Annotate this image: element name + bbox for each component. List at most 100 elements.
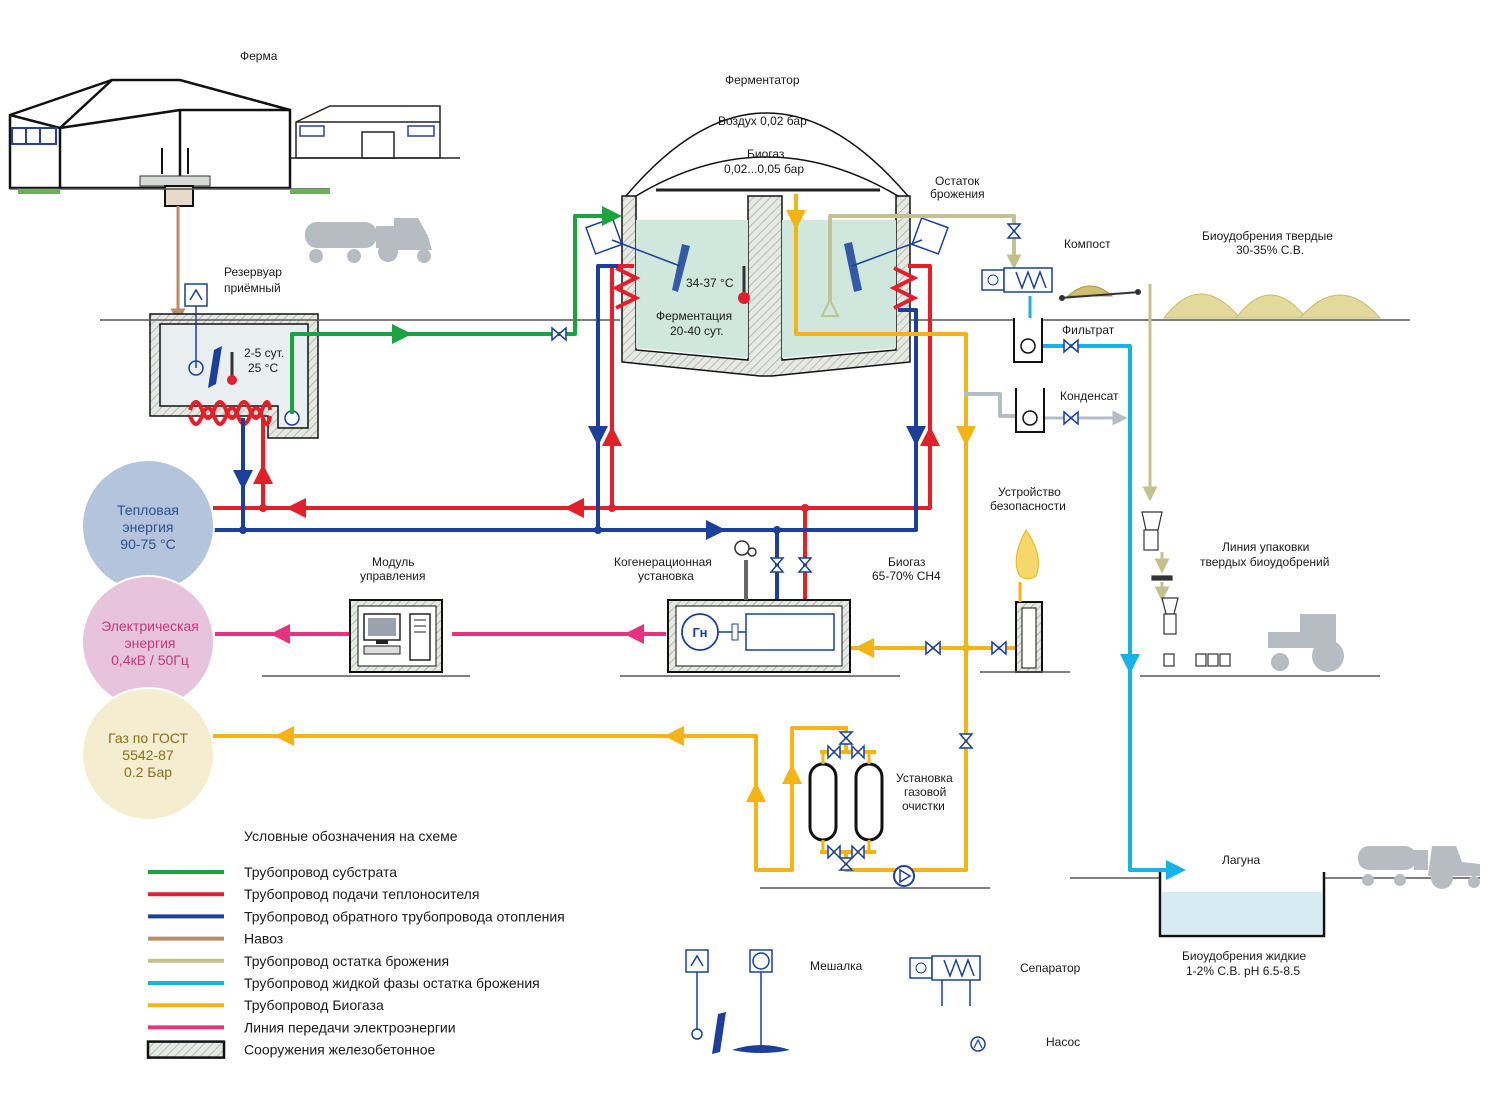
biogas-mid-label-2: 65-70% СН4 <box>872 569 941 583</box>
legend-item-label: Трубопровод обратного трубопровода отопл… <box>244 908 565 924</box>
tractor-icon <box>1268 614 1344 672</box>
separator-motor-icon <box>981 269 1005 291</box>
biogas-mid-label-1: Биогаз <box>888 555 926 569</box>
farm: Ферма <box>8 49 460 207</box>
gas-line-1: Газ по ГОСТ <box>108 730 188 746</box>
legend-separator: Сепаратор <box>909 955 1081 1006</box>
reservoir-label-1: Резервуар <box>224 265 282 279</box>
separator-motor-icon <box>909 957 933 979</box>
gas-output: Газ по ГОСТ 5542-87 0.2 Бар <box>81 687 215 821</box>
valve-icon <box>1063 410 1079 426</box>
receiving-reservoir: Резервуар приёмный 2-5 сут. 25 °С <box>149 265 319 439</box>
biogas-top-label: Биогаз <box>747 147 785 161</box>
packing-label-1: Линия упаковки <box>1222 540 1309 554</box>
legend-swatch <box>146 1040 226 1059</box>
reservoir-label-2: приёмный <box>224 281 281 295</box>
solid-fertilizer-piles-icon <box>1162 293 1382 319</box>
computer-icon <box>363 613 431 661</box>
biogas-top-pressure: 0,02...0,05 бар <box>724 162 804 176</box>
tanker-truck-icon <box>1358 846 1480 889</box>
legend-item: Трубопровод подачи теплоносителя <box>148 886 479 902</box>
condensate-pipe <box>964 392 1022 418</box>
legend-item: Трубопровод субстрата <box>148 864 397 880</box>
biogas-gost-pipe <box>213 726 848 872</box>
mixer-blade-icon <box>208 346 222 388</box>
control-label-1: Модуль <box>372 555 415 569</box>
compost-label: Компост <box>1064 237 1111 251</box>
packing-line-icon <box>1141 511 1231 667</box>
solid-fert-label-2: 30-35% С.В. <box>1236 243 1304 257</box>
tanker-truck-icon <box>305 218 432 263</box>
separator: Компост <box>981 237 1141 301</box>
gas-clean-label-2: газовой <box>904 785 946 799</box>
lagoon-label: Лагуна <box>1222 853 1261 867</box>
liquid-fert-label-2: 1-2% С.В. pH 6.5-8.5 <box>1186 964 1300 978</box>
legend-item-label: Трубопровод субстрата <box>244 864 397 880</box>
mixer-icon <box>188 360 204 376</box>
mixer-blade-icon <box>844 242 862 292</box>
legend-item-label: Трубопровод подачи теплоносителя <box>244 886 479 902</box>
biogas-to-cleaning <box>908 646 968 872</box>
heat-line-3: 90-75 °С <box>120 536 175 552</box>
gas-clean-label-1: Установка <box>896 771 953 785</box>
valve-icon <box>827 731 865 871</box>
barn-icon <box>8 78 292 190</box>
pipe-junction <box>259 504 809 512</box>
gas-dome-outer <box>625 112 909 197</box>
residue-label-1: Остаток <box>935 174 980 188</box>
heating-coil <box>611 266 919 310</box>
grass-strip <box>290 189 330 194</box>
liquid-fert-label-1: Биоудобрения жидкие <box>1182 949 1306 963</box>
heat-line-2: энергия <box>123 519 174 535</box>
valve-icon <box>797 557 813 573</box>
valve-icon <box>1006 223 1022 239</box>
compost-pile-icon <box>1066 285 1114 297</box>
legend-mixer: Мешалка <box>685 949 863 1054</box>
cogen-label-2: установка <box>638 569 694 583</box>
legend-item-label: Трубопровод жидкой фазы остатка брожения <box>244 975 540 991</box>
legend: Условные обозначения на схеме Трубопрово… <box>146 828 1081 1059</box>
electric-line-2: энергия <box>125 635 176 651</box>
fermenter-label: Ферментатор <box>725 73 800 87</box>
cogen-label-1: Когенерационная <box>614 555 712 569</box>
legend-item: Сооружения железобетонное <box>146 1040 435 1059</box>
control-label-2: управления <box>360 569 425 583</box>
solid-fert-label-1: Биоудобрения твердые <box>1202 229 1333 243</box>
fermentation-duration: 20-40 сут. <box>670 324 724 338</box>
engine-icon <box>745 613 835 651</box>
lagoon-liquid <box>1162 892 1322 934</box>
legend-item: Трубопровод обратного трубопровода отопл… <box>148 908 565 924</box>
flame-icon <box>1015 529 1039 580</box>
liquid-phase-pipe <box>1038 344 1182 872</box>
adsorber-tank <box>854 762 884 842</box>
adsorber-tank <box>808 762 838 842</box>
shed-icon <box>290 105 460 159</box>
legend-item-label: Навоз <box>244 931 283 947</box>
reservoir-days: 2-5 сут. <box>244 346 284 360</box>
fermenter-temp: 34-37 °С <box>686 276 734 290</box>
pipe-junction <box>962 644 970 652</box>
electric-energy-output: Электрическая энергия 0,4кВ / 50Гц <box>81 575 215 709</box>
legend-mixer-label: Мешалка <box>810 959 863 973</box>
mixer-motor-icon <box>911 217 949 255</box>
safety-label-2: безопасности <box>990 499 1066 513</box>
lagoon-basin <box>1158 872 1326 938</box>
legend-item-label: Сооружения железобетонное <box>244 1042 435 1058</box>
air-pressure: Воздух 0,02 бар <box>718 114 807 128</box>
legend-item-label: Трубопровод Биогаза <box>244 997 384 1013</box>
packing-label-2: твердых биоудобрений <box>1200 555 1329 569</box>
legend-item-label: Трубопровод остатка брожения <box>244 953 449 969</box>
fermentation-label: Ферментация <box>656 309 732 323</box>
legend-title: Условные обозначения на схеме <box>244 828 458 844</box>
mixer-blade-icon <box>672 244 690 292</box>
legend-separator-label: Сепаратор <box>1020 961 1081 975</box>
mixer-motor-icon <box>184 283 208 307</box>
electric-line-1: Электрическая <box>101 618 199 634</box>
grass-strip <box>18 189 60 194</box>
residue-label-2: брожения <box>930 187 985 201</box>
legend-item: Линия передачи электроэнергии <box>148 1019 456 1035</box>
electric-line-3: 0,4кВ / 50Гц <box>111 652 189 668</box>
pump-icon <box>1020 338 1036 354</box>
gas-dome-inner <box>635 156 899 197</box>
